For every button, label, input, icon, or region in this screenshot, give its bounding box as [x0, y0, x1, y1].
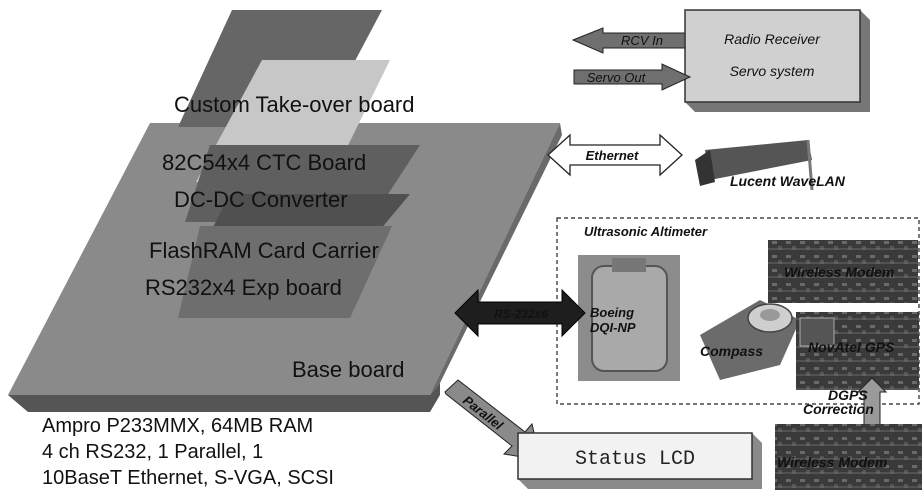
- dgps-label: DGPS: [828, 387, 868, 403]
- dqi-np-label: DQI-NP: [590, 320, 636, 335]
- flashram-label: FlashRAM Card Carrier: [149, 238, 379, 263]
- wireless-modem-top: Wireless Modem: [768, 240, 918, 303]
- ultrasonic-altimeter-label: Ultrasonic Altimeter: [584, 224, 708, 239]
- wavelan-card: Lucent WaveLAN: [695, 139, 846, 191]
- spec-line-2: 4 ch RS232, 1 Parallel, 1: [42, 441, 263, 463]
- status-lcd-label: Status LCD: [575, 448, 695, 471]
- compass-label: Compass: [700, 343, 763, 359]
- boeing-label: Boeing: [590, 305, 634, 320]
- custom-takeover-label: Custom Take-over board: [174, 92, 415, 117]
- rcv-in-label: RCV In: [621, 33, 663, 48]
- servo-system-label: Servo system: [730, 63, 815, 79]
- correction-label: Correction: [803, 401, 874, 417]
- rs232-exp-label: RS232x4 Exp board: [145, 275, 342, 300]
- novatel-gps: NovAtel GPS: [796, 312, 919, 390]
- novatel-gps-label: NovAtel GPS: [808, 339, 895, 355]
- base-board-label: Base board: [292, 357, 405, 382]
- ethernet-label: Ethernet: [586, 148, 639, 163]
- spec-line-1: Ampro P233MMX, 64MB RAM: [42, 415, 313, 437]
- dcdc-label: DC-DC Converter: [174, 187, 348, 212]
- radio-receiver-label: Radio Receiver: [724, 31, 821, 47]
- rs232x6-label: RS-232x6: [494, 307, 548, 321]
- ethernet-arrow: Ethernet: [547, 133, 683, 177]
- servo-out-label: Servo Out: [587, 70, 647, 85]
- compass: Compass: [700, 300, 800, 380]
- wavelan-label: Lucent WaveLAN: [730, 173, 846, 189]
- spec-line-3: 10BaseT Ethernet, S-VGA, SCSI: [42, 467, 334, 489]
- servo-out-arrow: Servo Out: [573, 63, 692, 91]
- wireless-modem-bottom: Wireless Modem: [775, 424, 922, 490]
- radio-receiver-box: Radio Receiver Servo system: [684, 9, 870, 112]
- wireless-modem-bottom-label: Wireless Modem: [777, 454, 887, 470]
- wireless-modem-top-label: Wireless Modem: [784, 264, 894, 280]
- ctc-board-label: 82C54x4 CTC Board: [162, 150, 366, 175]
- rs232-exp-board: [178, 226, 392, 318]
- rcv-in-arrow: RCV In: [571, 27, 686, 54]
- boeing-dqi-np: Boeing DQI-NP: [578, 255, 680, 381]
- status-lcd: Status LCD: [517, 432, 762, 489]
- rs232x6-arrow: RS-232x6: [454, 288, 586, 338]
